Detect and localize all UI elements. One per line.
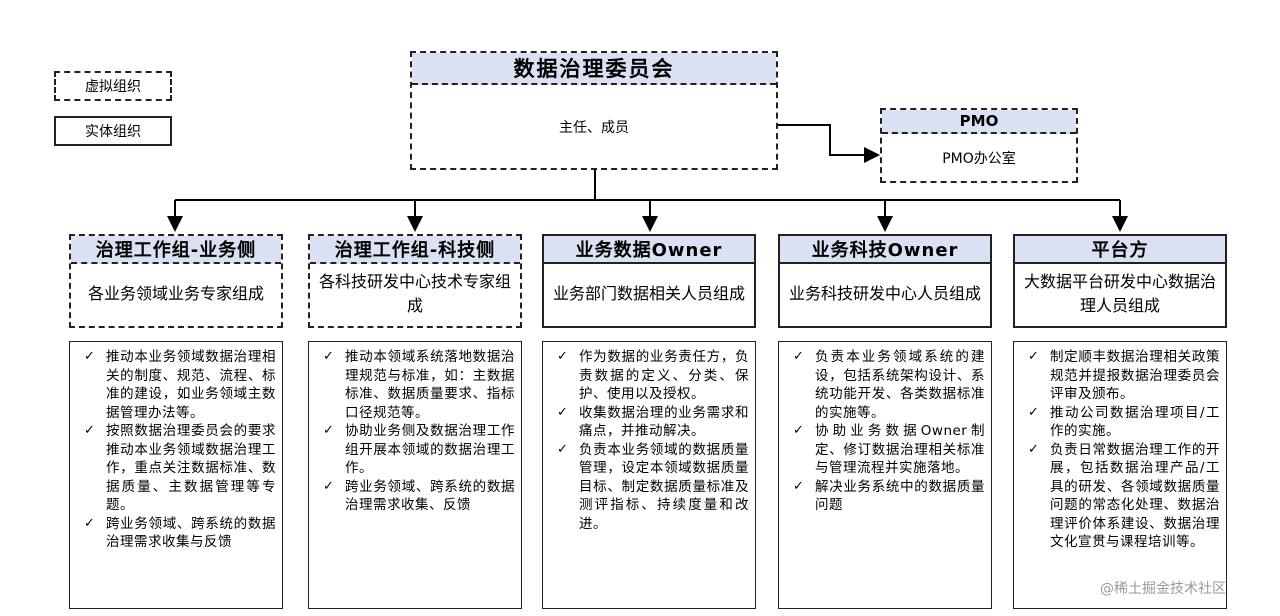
check-icon: ✓ bbox=[323, 349, 335, 364]
group-body: 各业务领域业务专家组成 bbox=[87, 284, 264, 303]
committee-box: 数据治理委员会 主任、成员 bbox=[410, 51, 778, 170]
check-icon: ✓ bbox=[793, 423, 805, 438]
group-box-tech-governance: 治理工作组-科技侧 各科技研发中心技术专家组成 bbox=[308, 234, 522, 328]
legend-entity-label: 实体组织 bbox=[85, 124, 141, 140]
group-box-platform: 平台方 大数据平台研发中心数据治理人员组成 bbox=[1013, 234, 1227, 328]
check-icon: ✓ bbox=[1028, 441, 1040, 457]
duties-list: ✓制定顺丰数据治理相关政策规范并提报数据治理委员会评审及颁布。 ✓推动公司数据治… bbox=[1024, 348, 1220, 552]
duty-item: ✓负责本业务领域系统的建设，包括系统架构设计、系统功能开发、各类数据标准的实施等… bbox=[793, 349, 985, 421]
duty-item: ✓作为数据的业务责任方，负责数据的定义、分类、保护、使用以及授权。 bbox=[557, 349, 749, 402]
duties-list: ✓负责本业务领域系统的建设，包括系统架构设计、系统功能开发、各类数据标准的实施等… bbox=[789, 348, 985, 515]
group-title: 治理工作组-业务侧 bbox=[71, 236, 281, 264]
check-icon: ✓ bbox=[84, 349, 96, 364]
duty-item: ✓协助业务侧及数据治理工作组开展本领域的数据治理工作。 bbox=[323, 423, 515, 476]
duties-box-tech-governance: ✓推动本领域系统落地数据治理规范与标准，如：主数据标准、数据质量要求、指标口径规… bbox=[308, 341, 522, 609]
check-icon: ✓ bbox=[1028, 404, 1040, 420]
duty-item: ✓制定顺丰数据治理相关政策规范并提报数据治理委员会评审及颁布。 bbox=[1028, 349, 1220, 402]
group-title: 平台方 bbox=[1015, 236, 1225, 264]
duties-box-business-data-owner: ✓作为数据的业务责任方，负责数据的定义、分类、保护、使用以及授权。 ✓收集数据治… bbox=[542, 341, 756, 609]
group-body: 业务科技研发中心人员组成 bbox=[788, 284, 981, 303]
check-icon: ✓ bbox=[557, 404, 569, 420]
group-box-business-tech-owner: 业务科技Owner 业务科技研发中心人员组成 bbox=[778, 234, 992, 328]
legend-virtual-org: 虚拟组织 bbox=[54, 71, 172, 101]
group-body: 业务部门数据相关人员组成 bbox=[552, 284, 745, 303]
legend-virtual-label: 虚拟组织 bbox=[85, 79, 141, 95]
pmo-box: PMO PMO办公室 bbox=[880, 108, 1078, 183]
check-icon: ✓ bbox=[84, 515, 96, 531]
check-icon: ✓ bbox=[557, 441, 569, 457]
check-icon: ✓ bbox=[793, 478, 805, 494]
duty-item: ✓负责日常数据治理工作的开展，包括数据治理产品/工具的研发、各领域数据质量问题的… bbox=[1028, 441, 1220, 551]
duties-box-business-tech-owner: ✓负责本业务领域系统的建设，包括系统架构设计、系统功能开发、各类数据标准的实施等… bbox=[778, 341, 992, 609]
duties-list: ✓作为数据的业务责任方，负责数据的定义、分类、保护、使用以及授权。 ✓收集数据治… bbox=[553, 348, 749, 533]
group-title: 业务科技Owner bbox=[780, 236, 990, 264]
check-icon: ✓ bbox=[793, 349, 805, 364]
group-box-business-governance: 治理工作组-业务侧 各业务领域业务专家组成 bbox=[69, 234, 283, 328]
committee-title: 数据治理委员会 bbox=[412, 53, 776, 85]
pmo-title: PMO bbox=[882, 110, 1076, 134]
duty-item: ✓跨业务领域、跨系统的数据治理需求收集、反馈 bbox=[323, 478, 515, 514]
group-title: 业务数据Owner bbox=[544, 236, 754, 264]
duty-item: ✓推动公司数据治理项目/工作的实施。 bbox=[1028, 404, 1220, 440]
duties-list: ✓推动本业务领域数据治理相关的制度、规范、流程、标准的建设，如业务领域主数据管理… bbox=[80, 348, 276, 552]
committee-members: 主任、成员 bbox=[559, 119, 629, 136]
check-icon: ✓ bbox=[323, 423, 335, 438]
group-body: 大数据平台研发中心数据治理人员组成 bbox=[1023, 272, 1216, 315]
check-icon: ✓ bbox=[1028, 349, 1040, 364]
duty-item: ✓负责本业务领域的数据质量管理，设定本领域数据质量目标、制定数据质量标准及测评指… bbox=[557, 441, 749, 532]
duty-item: ✓解决业务系统中的数据质量问题 bbox=[793, 478, 985, 514]
check-icon: ✓ bbox=[323, 478, 335, 494]
duties-list: ✓推动本领域系统落地数据治理规范与标准，如：主数据标准、数据质量要求、指标口径规… bbox=[319, 348, 515, 515]
duty-item: ✓推动本领域系统落地数据治理规范与标准，如：主数据标准、数据质量要求、指标口径规… bbox=[323, 349, 515, 421]
committee-to-pmo-connector bbox=[778, 124, 880, 163]
duty-item: ✓按照数据治理委员会的要求推动本业务领域数据治理工作，重点关注数据标准、数据质量… bbox=[84, 423, 276, 513]
check-icon: ✓ bbox=[84, 423, 96, 438]
watermark: @稀土掘金技术社区 bbox=[1100, 581, 1226, 597]
duties-box-business-governance: ✓推动本业务领域数据治理相关的制度、规范、流程、标准的建设，如业务领域主数据管理… bbox=[69, 341, 283, 609]
duty-item: ✓跨业务领域、跨系统的数据治理需求收集与反馈 bbox=[84, 515, 276, 551]
duties-box-platform: ✓制定顺丰数据治理相关政策规范并提报数据治理委员会评审及颁布。 ✓推动公司数据治… bbox=[1013, 341, 1227, 609]
legend-entity-org: 实体组织 bbox=[54, 116, 172, 146]
check-icon: ✓ bbox=[557, 349, 569, 364]
duty-item: ✓协助业务数据Owner制定、修订数据治理相关标准与管理流程并实施落地。 bbox=[793, 423, 985, 476]
group-body: 各科技研发中心技术专家组成 bbox=[318, 272, 511, 315]
duty-item: ✓收集数据治理的业务需求和痛点，并推动解决。 bbox=[557, 404, 749, 440]
pmo-body: PMO办公室 bbox=[942, 150, 1016, 167]
group-box-business-data-owner: 业务数据Owner 业务部门数据相关人员组成 bbox=[542, 234, 756, 328]
duty-item: ✓推动本业务领域数据治理相关的制度、规范、流程、标准的建设，如业务领域主数据管理… bbox=[84, 349, 276, 421]
group-title: 治理工作组-科技侧 bbox=[310, 236, 520, 264]
